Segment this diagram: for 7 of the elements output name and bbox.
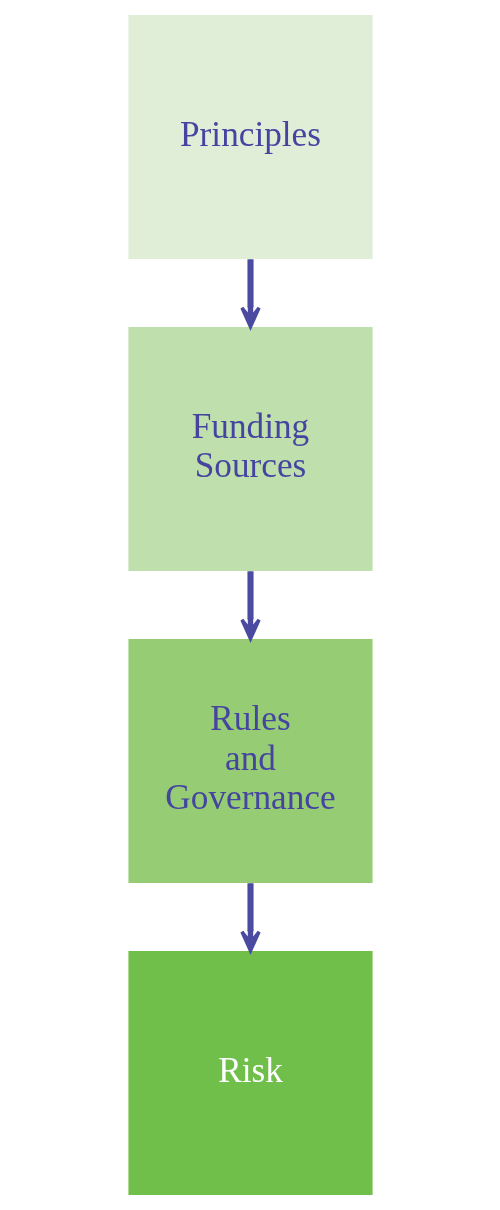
arrow (239, 883, 261, 953)
arrow (239, 571, 261, 641)
node-box: Risk (127, 950, 373, 1196)
node-box: Funding Sources (127, 326, 373, 572)
node-box: Principles (127, 14, 373, 260)
arrow (239, 259, 261, 329)
node-box: Rules and Governance (127, 638, 373, 884)
